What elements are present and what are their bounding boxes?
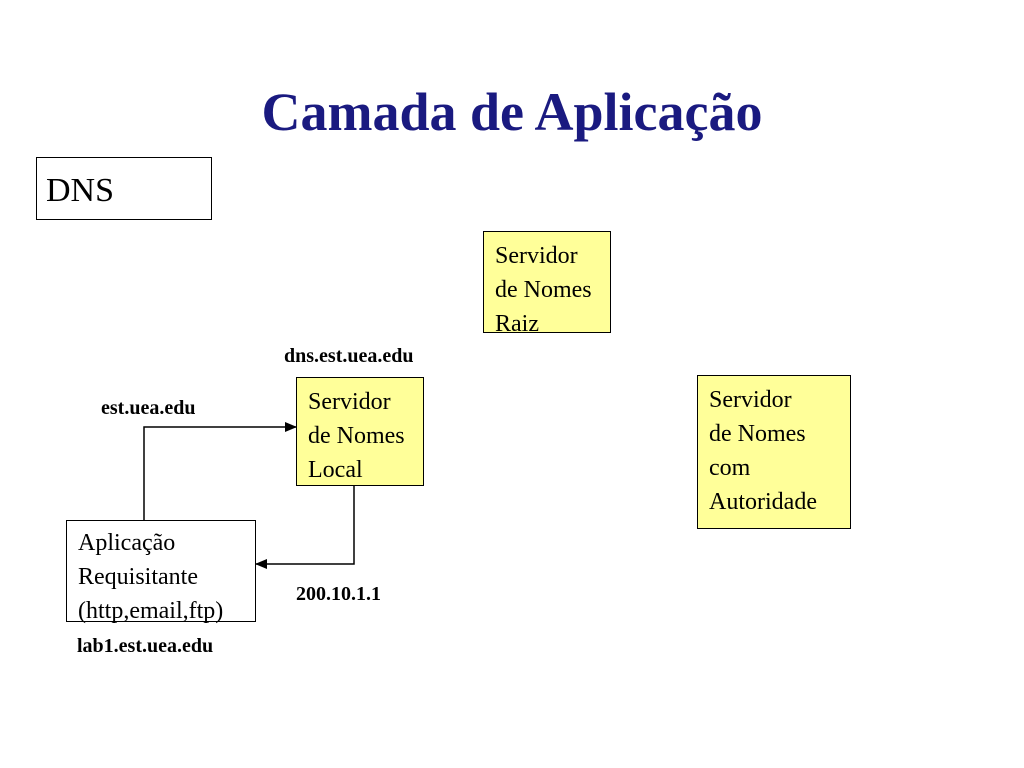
requesting-application-line-2: Requisitante bbox=[78, 564, 198, 590]
section-label-box: DNS bbox=[36, 157, 212, 220]
root-name-server-line-1: Servidor bbox=[495, 243, 578, 269]
requesting-application-line-1: Aplicação bbox=[78, 530, 176, 556]
local-name-server-line-3: Local bbox=[308, 457, 363, 483]
query-domain-label: est.uea.edu bbox=[101, 397, 196, 419]
authoritative-name-server-line-3: com bbox=[709, 455, 751, 481]
requesting-host-hostname: lab1.est.uea.edu bbox=[77, 635, 214, 657]
authoritative-name-server-line-2: de Nomes bbox=[709, 421, 806, 447]
query-arrow bbox=[143, 422, 297, 520]
authoritative-name-server-line-4: Autoridade bbox=[709, 489, 817, 515]
authoritative-name-server-line-1: Servidor bbox=[709, 387, 792, 413]
local-name-server-line-2: de Nomes bbox=[308, 423, 405, 449]
root-name-server-line-3: Raiz bbox=[495, 311, 539, 337]
response-arrow bbox=[255, 486, 355, 569]
slide-title: Camada de Aplicação bbox=[261, 82, 763, 142]
authoritative-name-server-box: Servidor de Nomes com Autoridade bbox=[697, 375, 851, 529]
root-name-server-box: Servidor de Nomes Raiz bbox=[483, 231, 611, 337]
requesting-application-box: Aplicação Requisitante (http,email,ftp) bbox=[66, 520, 256, 624]
local-server-hostname: dns.est.uea.edu bbox=[284, 345, 414, 367]
local-name-server-line-1: Servidor bbox=[308, 389, 391, 415]
root-name-server-line-2: de Nomes bbox=[495, 277, 592, 303]
response-ip-label: 200.10.1.1 bbox=[296, 583, 381, 605]
local-name-server-box: Servidor de Nomes Local bbox=[296, 377, 424, 486]
requesting-application-line-3: (http,email,ftp) bbox=[78, 598, 224, 624]
section-label: DNS bbox=[46, 172, 115, 209]
